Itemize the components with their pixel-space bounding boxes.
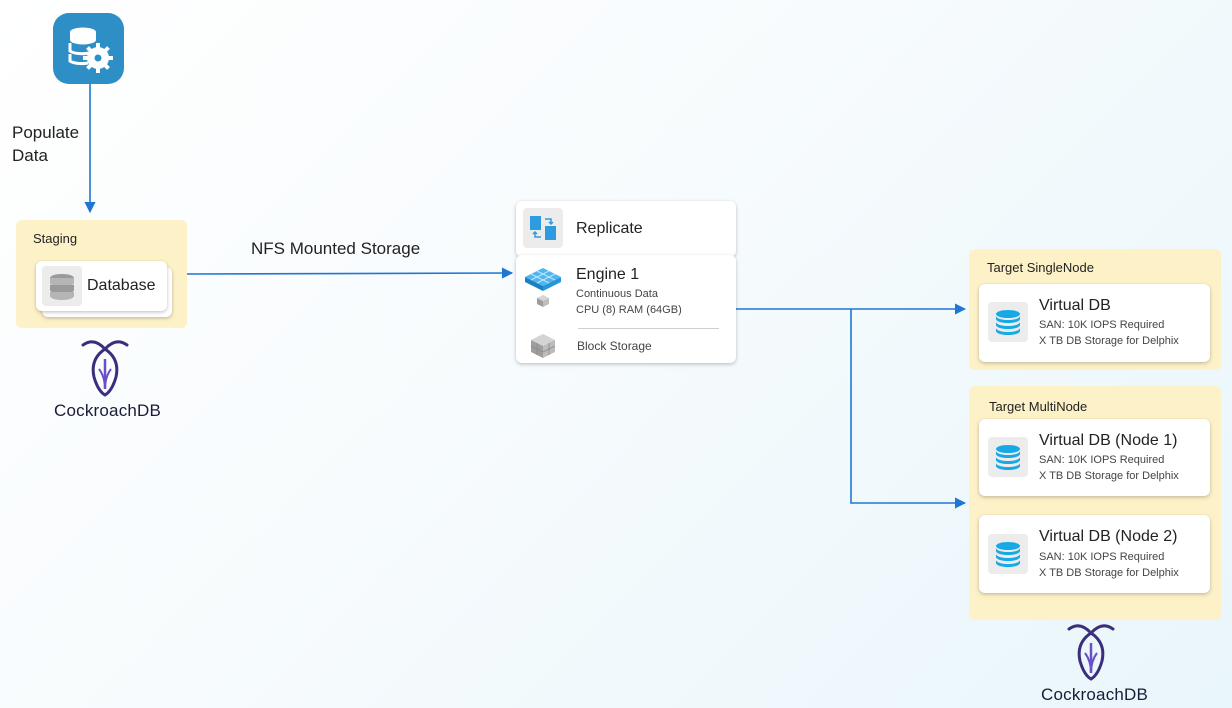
engine-card[interactable]: Engine 1 Continuous Data CPU (8) RAM (64… xyxy=(516,255,736,363)
replicate-card[interactable]: Replicate xyxy=(516,201,736,257)
database-label: Database xyxy=(87,277,156,294)
virtual-db-icon xyxy=(988,534,1028,574)
cockroachdb-label-left: CockroachDB xyxy=(54,401,162,420)
cockroachdb-logo-icon xyxy=(1066,621,1116,681)
source-database-icon xyxy=(53,13,124,84)
target-singlenode-title: Target SingleNode xyxy=(987,260,1094,275)
target-multinode-title: Target MultiNode xyxy=(989,399,1088,414)
vdb-storage: X TB DB Storage for Delphix xyxy=(1039,470,1179,482)
staging-database-card[interactable]: Database xyxy=(36,261,167,311)
vdb-san: SAN: 10K IOPS Required xyxy=(1039,319,1165,331)
vdb-card[interactable]: Virtual DB SAN: 10K IOPS Required X TB D… xyxy=(979,284,1210,362)
vdb-node1-card[interactable]: Virtual DB (Node 1) SAN: 10K IOPS Requir… xyxy=(979,419,1210,496)
staging-panel: Staging Database xyxy=(16,220,187,328)
virtual-db-icon xyxy=(988,302,1028,342)
nfs-mounted-storage-label: NFS Mounted Storage xyxy=(251,239,421,258)
vdb-name: Virtual DB xyxy=(1039,297,1111,314)
replicate-label: Replicate xyxy=(576,220,643,237)
engine-title: Engine 1 xyxy=(576,266,640,283)
cockroachdb-logo-icon xyxy=(80,337,130,397)
replicate-icon xyxy=(523,208,563,248)
cockroachdb-label-right: CockroachDB xyxy=(1041,685,1149,704)
vdb-san: SAN: 10K IOPS Required xyxy=(1039,454,1165,466)
vdb-name: Virtual DB (Node 1) xyxy=(1039,432,1178,449)
virtual-db-icon xyxy=(988,437,1028,477)
vdb-node2-card[interactable]: Virtual DB (Node 2) SAN: 10K IOPS Requir… xyxy=(979,515,1210,593)
database-icon xyxy=(42,266,82,306)
block-storage-icon xyxy=(528,332,558,360)
target-multinode-panel: Target MultiNode Virtual DB (Node 1) SAN… xyxy=(969,386,1221,620)
arrow-to-multi xyxy=(850,309,967,509)
arrow-nfs xyxy=(186,267,514,279)
engine-icon xyxy=(521,264,565,310)
target-singlenode-panel: Target SingleNode Virtual DB SAN: 10K IO… xyxy=(969,249,1221,370)
engine-line1: Continuous Data xyxy=(576,288,658,300)
vdb-san: SAN: 10K IOPS Required xyxy=(1039,551,1165,563)
staging-title: Staging xyxy=(33,231,78,246)
engine-line2: CPU (8) RAM (64GB) xyxy=(576,304,682,316)
engine-divider xyxy=(578,328,719,329)
block-storage-label: Block Storage xyxy=(577,339,652,353)
vdb-storage: X TB DB Storage for Delphix xyxy=(1039,335,1179,347)
vdb-name: Virtual DB (Node 2) xyxy=(1039,528,1178,545)
populate-data-label: Populate Data xyxy=(12,123,80,165)
vdb-storage: X TB DB Storage for Delphix xyxy=(1039,567,1179,579)
